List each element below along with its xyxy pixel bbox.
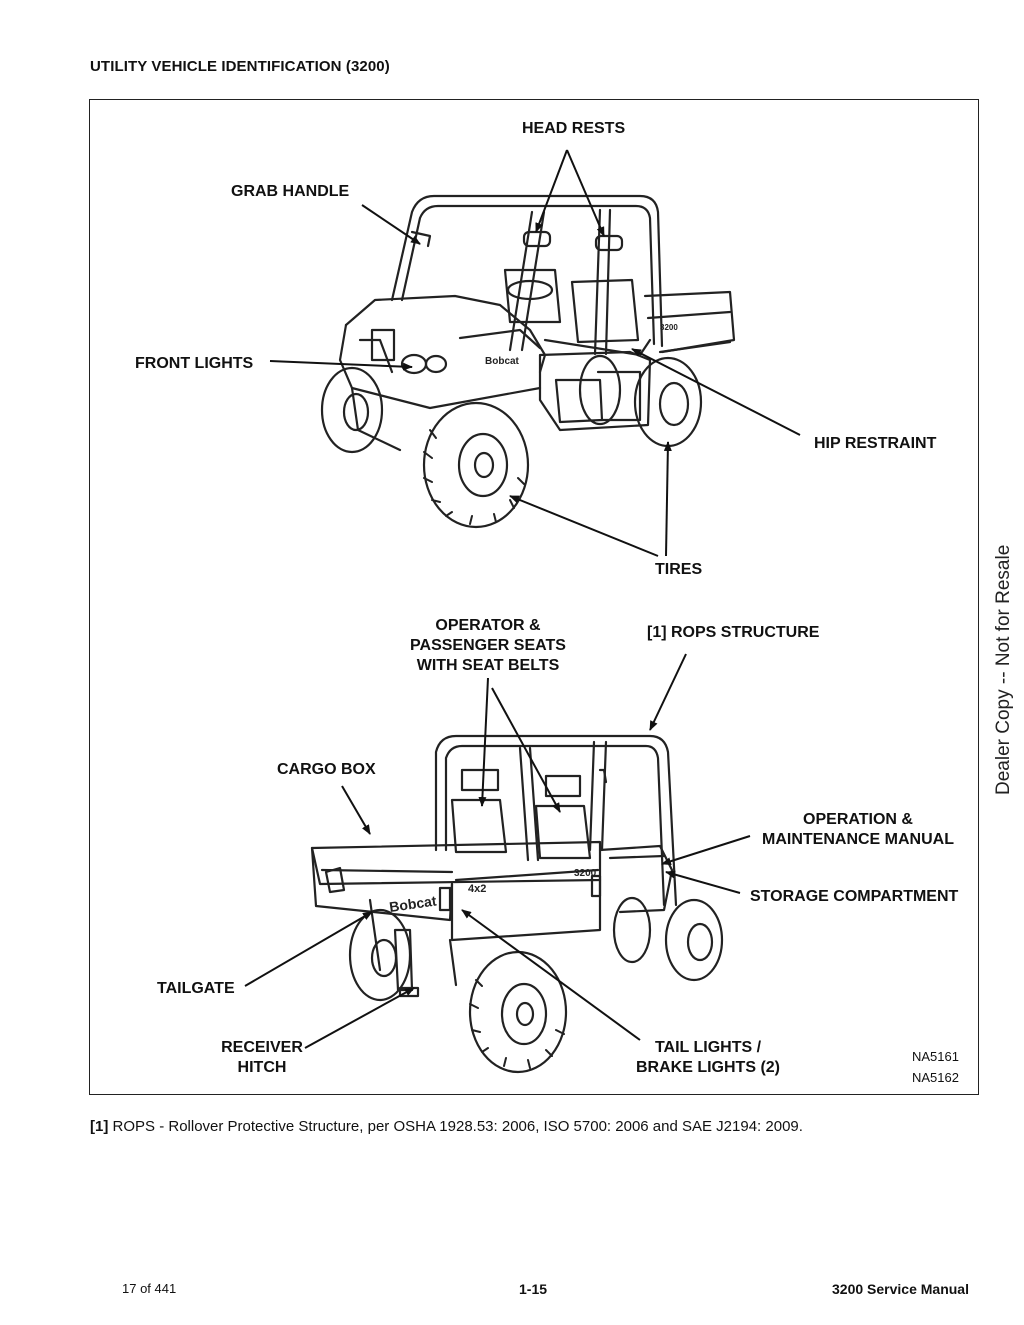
- label-rops-structure: [1] ROPS STRUCTURE: [647, 624, 820, 641]
- figure-code: NA5161: [912, 1049, 959, 1064]
- diagram-frame: [89, 99, 979, 1095]
- box-model-decal-rear: 3200: [574, 868, 597, 879]
- label-front-lights: FRONT LIGHTS: [135, 355, 254, 372]
- label-grab-handle: GRAB HANDLE: [231, 183, 350, 200]
- label-receiver-hitch: RECEIVER HITCH: [212, 1038, 312, 1078]
- label-operator-seats: OPERATOR & PASSENGER SEATS WITH SEAT BEL…: [405, 616, 571, 676]
- label-operator-seats-line: WITH SEAT BELTS: [416, 657, 560, 674]
- front-vehicle-drawing: [320, 194, 736, 529]
- figure-code: NA5162: [912, 1070, 959, 1085]
- page-count: 17 of 441: [122, 1281, 177, 1296]
- label-receiver-hitch-line: HITCH: [237, 1059, 287, 1076]
- label-receiver-hitch-line: RECEIVER: [221, 1039, 303, 1056]
- footnote: [1] ROPS - Rollover Protective Structure…: [90, 1118, 803, 1135]
- manual-title: 3200 Service Manual: [832, 1281, 969, 1297]
- label-operation-manual-line: OPERATION &: [803, 811, 913, 828]
- figure-codes: NA5161 NA5162: [912, 1046, 959, 1088]
- page-title: UTILITY VEHICLE IDENTIFICATION (3200): [90, 58, 390, 75]
- box-drive-decal: 4x2: [468, 883, 486, 895]
- label-cargo-box: CARGO BOX: [277, 761, 376, 778]
- box-model-decal: 3200: [660, 323, 678, 332]
- label-tailgate: TAILGATE: [157, 980, 235, 997]
- label-operation-manual: OPERATION & MAINTENANCE MANUAL: [756, 810, 960, 850]
- label-operation-manual-line: MAINTENANCE MANUAL: [762, 831, 954, 848]
- rear-vehicle-decals: Bobcat 4x2 3200: [388, 868, 596, 915]
- label-operator-seats-line: OPERATOR &: [435, 617, 541, 634]
- rear-vehicle-drawing: [310, 734, 724, 1074]
- footnote-text: ROPS - Rollover Protective Structure, pe…: [112, 1118, 803, 1135]
- hood-brand-decal: Bobcat: [485, 356, 520, 367]
- label-tires: TIRES: [655, 561, 703, 578]
- dealer-copy-watermark: Dealer Copy -- Not for Resale: [993, 544, 1014, 795]
- footnote-ref: [1]: [90, 1118, 109, 1135]
- tailgate-brand-decal: Bobcat: [388, 892, 438, 914]
- front-vehicle-decals: Bobcat 3200: [485, 323, 678, 367]
- page-number: 1-15: [519, 1281, 548, 1297]
- label-tail-lights-line: TAIL LIGHTS /: [654, 1039, 762, 1056]
- label-hip-restraint: HIP RESTRAINT: [814, 435, 937, 452]
- label-tail-lights: TAIL LIGHTS / BRAKE LIGHTS (2): [628, 1038, 788, 1078]
- label-head-rests: HEAD RESTS: [522, 120, 626, 137]
- leader-arrows: [244, 149, 801, 1049]
- label-operator-seats-line: PASSENGER SEATS: [410, 637, 566, 654]
- label-storage-compartment: STORAGE COMPARTMENT: [750, 888, 959, 905]
- label-tail-lights-line: BRAKE LIGHTS (2): [636, 1059, 780, 1076]
